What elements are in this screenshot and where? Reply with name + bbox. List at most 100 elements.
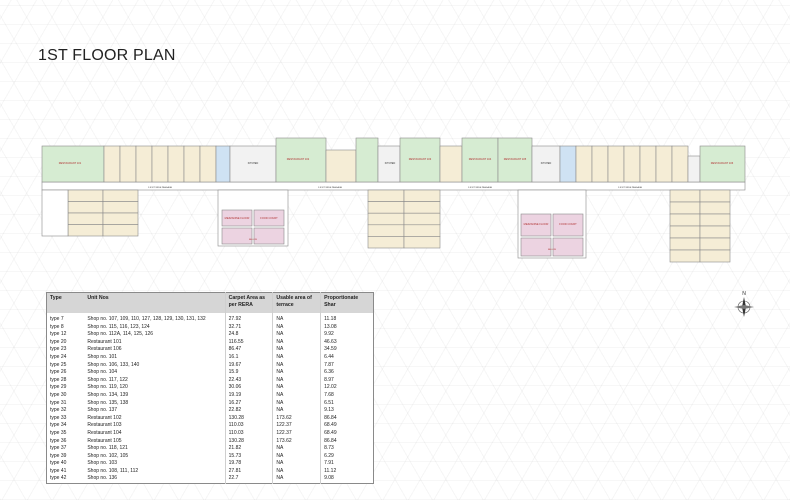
cell-carpet-area: 22.82 [224, 407, 273, 415]
cell-terrace-area: NA [272, 399, 321, 408]
cell-carpet-area: 27.92 [224, 313, 273, 324]
cell-terrace-area: 173.62 [272, 414, 321, 423]
food-court-label: MEZZANINE FLOOR [524, 222, 549, 226]
stair-core [41, 189, 69, 237]
cell-proportionate-share: 7.68 [320, 391, 374, 400]
cell-proportionate-share: 9.92 [320, 331, 374, 339]
food-court-unit [520, 237, 552, 257]
shop-unit [167, 145, 185, 183]
shop-unit [67, 189, 104, 202]
cell-proportionate-share: 9.13 [320, 407, 374, 415]
cell-carpet-area: 30.06 [224, 384, 273, 392]
cell-type: type 24 [50, 353, 67, 360]
passage-label: 1.8 WT WIDE PASSAGE [618, 186, 643, 189]
shop-unit [403, 201, 441, 214]
cell-carpet-area: 86.47 [224, 346, 273, 354]
cell-carpet-area: 22.43 [224, 376, 273, 385]
shop-unit [102, 201, 139, 214]
cell-unit-nos: Shop no. 101 [87, 353, 118, 360]
shop-unit [102, 189, 139, 202]
cell-unit-nos: Shop no. 135, 138 [87, 399, 129, 406]
food-court-label: BELOW [548, 249, 557, 251]
restaurant-label: RESTAURANT 106 [711, 161, 734, 165]
shop-unit [671, 145, 689, 183]
shop-unit [699, 237, 731, 251]
cell-proportionate-share: 68.49 [320, 429, 374, 438]
cell-unit-nos: Shop no. 102, 105 [87, 452, 129, 459]
cell-unit-nos: Shop no. 136 [87, 475, 118, 482]
cell-terrace-area: NA [272, 475, 321, 484]
cell-carpet-area: 110.03 [224, 429, 273, 438]
cell-type: type 29 [50, 384, 67, 391]
cell-terrace-area: NA [272, 460, 321, 468]
cell-unit-nos: Shop no. 103 [87, 460, 118, 467]
cell-unit-nos: Restaurant 103 [87, 422, 122, 429]
cell-proportionate-share: 86.84 [320, 414, 374, 423]
shop-unit [439, 145, 463, 183]
cell-unit-nos: Shop no. 119, 120 [87, 384, 128, 391]
food-court-label: MEZZANINE FLOOR [225, 216, 250, 220]
cell-unit-nos: Shop no. 117, 122 [87, 376, 128, 383]
cell-type: type 25 [50, 361, 67, 368]
shop-unit [102, 212, 139, 225]
cell-type: type 20 [50, 338, 67, 345]
header-type: Type [50, 295, 62, 301]
cell-type: type 40 [50, 460, 67, 467]
food-court-unit [253, 209, 285, 227]
shop-unit [367, 236, 405, 249]
cell-proportionate-share: 34.59 [320, 346, 374, 354]
cell-terrace-area: NA [272, 369, 321, 377]
shop-unit [403, 189, 441, 202]
north-label: N [742, 291, 746, 297]
kitchen-label: KITCHEN [385, 162, 396, 165]
food-court-unit [552, 237, 584, 257]
cell-unit-nos: Shop no. 118, 121 [87, 445, 128, 452]
cell-type: type 36 [50, 437, 67, 444]
cell-unit-nos: Restaurant 106 [87, 346, 122, 353]
cell-unit-nos: Shop no. 112A, 114, 125, 126 [87, 331, 154, 338]
cell-unit-nos: Shop no. 108, 111, 112 [87, 467, 139, 474]
shop-unit [403, 212, 441, 226]
cell-type: type 32 [50, 407, 67, 414]
shop-unit [367, 189, 405, 202]
restaurant-label: RESTAURANT 102 [287, 157, 310, 161]
cell-terrace-area: 122.37 [272, 429, 321, 438]
shop-unit [699, 201, 731, 215]
shop-unit [102, 224, 139, 237]
cell-unit-nos: Shop no. 104 [87, 369, 118, 376]
cell-carpet-area: 24.8 [224, 331, 273, 339]
cell-unit-nos: Restaurant 101 [87, 338, 122, 345]
cell-carpet-area: 32.71 [224, 323, 273, 332]
cell-proportionate-share: 6.29 [320, 452, 374, 461]
shop-unit [575, 145, 593, 183]
header-proportionate-share: Proportionate Shar [320, 292, 374, 313]
shop-unit [669, 189, 701, 203]
cell-proportionate-share: 13.08 [320, 323, 374, 332]
cell-terrace-area: 122.37 [272, 422, 321, 430]
cell-terrace-area: NA [272, 445, 321, 453]
restaurant-block [41, 145, 105, 183]
shop-unit [669, 213, 701, 227]
shop-unit [367, 212, 405, 226]
cell-proportionate-share: 8.97 [320, 376, 374, 385]
cell-carpet-area: 19.19 [224, 391, 273, 400]
cell-proportionate-share: 6.51 [320, 399, 374, 408]
shop-unit [669, 225, 701, 239]
lift-core [559, 145, 577, 183]
cell-carpet-area: 130.28 [224, 414, 273, 423]
shop-unit [699, 225, 731, 239]
cell-proportionate-share: 8.73 [320, 445, 374, 453]
cell-proportionate-share: 12.02 [320, 384, 374, 392]
cell-carpet-area: 15.9 [224, 369, 273, 377]
cell-proportionate-share: 68.49 [320, 422, 374, 430]
cell-carpet-area: 15.73 [224, 452, 273, 461]
